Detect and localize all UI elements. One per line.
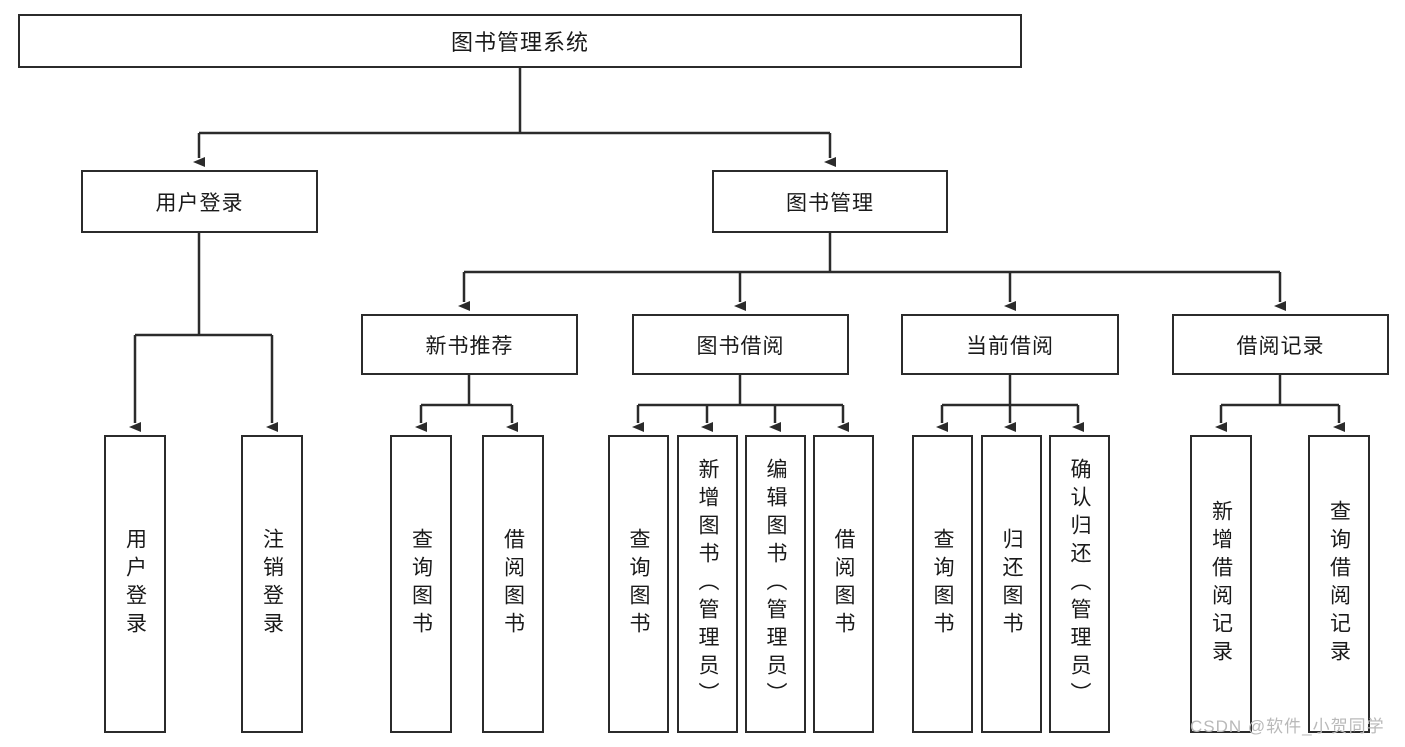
node-book-management[interactable]: 图书管理 — [712, 170, 948, 233]
leaf-new-book-borrow-book[interactable]: 借阅图书 — [482, 435, 544, 733]
node-label: 图书借阅 — [696, 334, 785, 358]
leaf-book-borrow-edit-book-admin[interactable]: 编辑图书（管理员） — [745, 435, 806, 733]
leaf-current-borrow-query-book[interactable]: 查询图书 — [912, 435, 973, 733]
node-root-book-management-system[interactable]: 图书管理系统 — [18, 14, 1022, 68]
node-label: 新书推荐 — [425, 334, 514, 358]
node-label: 当前借阅 — [966, 334, 1054, 358]
node-current-borrow[interactable]: 当前借阅 — [901, 314, 1119, 375]
leaf-book-borrow-add-book-admin[interactable]: 新增图书（管理员） — [677, 435, 738, 733]
leaf-book-borrow-query-book[interactable]: 查询图书 — [608, 435, 669, 733]
node-label: 借阅图书 — [832, 528, 855, 640]
node-label: 图书管理 — [786, 191, 874, 215]
node-label: 新增图书（管理员） — [696, 458, 719, 710]
leaf-book-borrow-borrow-book[interactable]: 借阅图书 — [813, 435, 874, 733]
node-label: 查询图书 — [627, 528, 650, 640]
node-label: 查询借阅记录 — [1327, 500, 1351, 668]
watermark: CSDN @软件_小贺同学 — [1190, 717, 1385, 736]
node-label: 借阅图书 — [501, 528, 525, 640]
node-label: 归还图书 — [1000, 528, 1023, 640]
node-label: 借阅记录 — [1236, 334, 1325, 358]
node-label: 用户登录 — [123, 528, 147, 640]
node-label: 用户登录 — [155, 191, 244, 215]
node-label: 注销登录 — [260, 528, 284, 640]
node-label: 查询图书 — [931, 528, 954, 640]
leaf-current-borrow-return-book[interactable]: 归还图书 — [981, 435, 1042, 733]
leaf-borrow-record-query-record[interactable]: 查询借阅记录 — [1308, 435, 1370, 733]
node-label: 图书管理系统 — [450, 30, 589, 55]
node-book-borrow[interactable]: 图书借阅 — [632, 314, 849, 375]
leaf-current-borrow-confirm-return-admin[interactable]: 确认归还（管理员） — [1049, 435, 1110, 733]
leaf-user-login-login[interactable]: 用户登录 — [104, 435, 166, 733]
leaf-user-login-logout[interactable]: 注销登录 — [241, 435, 303, 733]
node-label: 确认归还（管理员） — [1068, 458, 1091, 710]
node-label: 新增借阅记录 — [1209, 500, 1233, 668]
leaf-new-book-query-book[interactable]: 查询图书 — [390, 435, 452, 733]
node-label: 查询图书 — [409, 528, 433, 640]
node-borrow-record[interactable]: 借阅记录 — [1172, 314, 1389, 375]
node-new-book-recommend[interactable]: 新书推荐 — [361, 314, 578, 375]
leaf-borrow-record-add-record[interactable]: 新增借阅记录 — [1190, 435, 1252, 733]
node-label: 编辑图书（管理员） — [764, 458, 787, 710]
node-user-login[interactable]: 用户登录 — [81, 170, 318, 233]
